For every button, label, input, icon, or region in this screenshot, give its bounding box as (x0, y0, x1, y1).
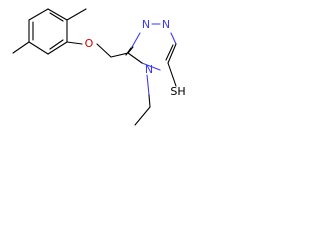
ch2-triazole-bond (110, 52, 129, 58)
oxygen-ch2-bond (96, 43, 112, 58)
thiol-bond (167, 62, 177, 87)
nitrogen-atom-label-top-right: N (162, 18, 170, 31)
benzene-ring (28, 8, 68, 55)
methyl-top (66, 8, 87, 21)
ethyl-bond-1 (146, 74, 150, 96)
oxygen-atom-label: O (85, 37, 94, 50)
ethyl-bond-2 (134, 106, 151, 126)
thiol-atom-label: SH (170, 85, 185, 98)
triazole-ring (125, 23, 177, 71)
molecule-structure: O N N N SH (12, 8, 186, 126)
ethyl-bond-1b (148, 94, 151, 108)
nitrogen-atom-label-bottom: N (145, 63, 153, 76)
methyl-bottom (12, 41, 30, 54)
nitrogen-atom-label-top-left: N (142, 18, 150, 31)
ring-oxygen-bond (66, 41, 83, 45)
